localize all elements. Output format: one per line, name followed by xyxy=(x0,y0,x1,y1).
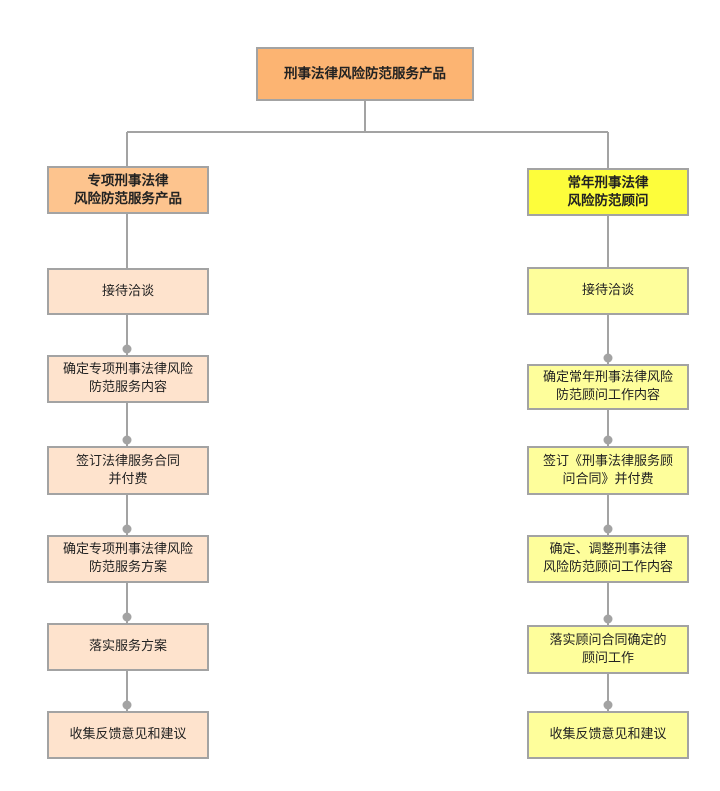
connector-dot xyxy=(603,353,613,363)
connector-dot xyxy=(122,344,132,354)
connector-dot xyxy=(603,614,613,624)
connector-dot xyxy=(122,435,132,445)
connector-dot xyxy=(122,524,132,534)
left-step-1: 接待洽谈 xyxy=(47,268,209,315)
left-step-2: 确定专项刑事法律风险 防范服务内容 xyxy=(47,355,209,403)
right-step-3: 签订《刑事法律服务顾 问合同》并付费 xyxy=(527,446,689,495)
connector-dot xyxy=(122,612,132,622)
left-step-5: 落实服务方案 xyxy=(47,623,209,671)
left-branch-title: 专项刑事法律 风险防范服务产品 xyxy=(47,166,209,214)
connector-dot xyxy=(122,700,132,710)
connector-dot xyxy=(603,700,613,710)
right-step-5: 落实顾问合同确定的 顾问工作 xyxy=(527,625,689,674)
left-step-4: 确定专项刑事法律风险 防范服务方案 xyxy=(47,535,209,583)
connector-dot xyxy=(603,435,613,445)
left-step-6: 收集反馈意见和建议 xyxy=(47,711,209,759)
right-step-6: 收集反馈意见和建议 xyxy=(527,711,689,759)
right-branch-title: 常年刑事法律 风险防范顾问 xyxy=(527,168,689,216)
right-step-4: 确定、调整刑事法律 风险防范顾问工作内容 xyxy=(527,535,689,583)
connector-dot xyxy=(603,524,613,534)
root-node: 刑事法律风险防范服务产品 xyxy=(256,47,474,101)
left-step-3: 签订法律服务合同 并付费 xyxy=(47,446,209,495)
right-step-2: 确定常年刑事法律风险 防范顾问工作内容 xyxy=(527,364,689,410)
right-step-1: 接待洽谈 xyxy=(527,267,689,315)
